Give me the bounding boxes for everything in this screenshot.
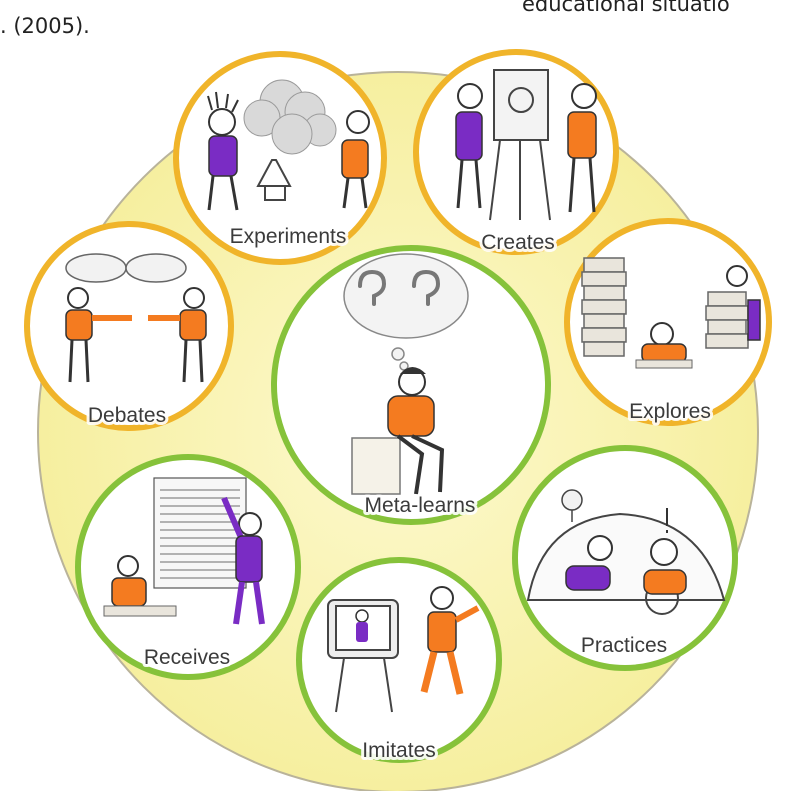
node-receives[interactable]: Receives Receives	[75, 454, 301, 680]
label-imitates: Imitates	[362, 739, 436, 762]
instructor-purple-icon	[565, 535, 613, 591]
label-debates: Debates	[88, 404, 166, 427]
label-explores: Explores	[629, 400, 711, 423]
smoke-cloud-icon	[243, 79, 337, 155]
easel-icon	[489, 69, 551, 221]
node-debates[interactable]: Debates Debates	[24, 221, 234, 431]
driver-orange-icon	[643, 508, 687, 595]
node-practices[interactable]: Practices Practices	[512, 445, 738, 671]
svg-text:Receives: Receives	[144, 646, 230, 669]
caption-fragment: educational situatio	[522, 0, 730, 16]
student-orange-icon	[103, 555, 177, 617]
painter-orange-icon	[567, 83, 597, 213]
svg-text:Explores: Explores	[629, 400, 711, 423]
road-sign-icon	[561, 489, 583, 522]
label-practices: Practices	[581, 634, 667, 657]
flask-icon	[256, 159, 292, 201]
debater-left-icon	[65, 287, 132, 383]
teacher-purple-icon	[221, 496, 265, 625]
label-meta-learns: Meta-learns	[365, 494, 476, 517]
imitator-orange-icon	[420, 586, 480, 695]
node-explores[interactable]: Explores Explores	[564, 218, 772, 426]
node-meta-learns[interactable]: Meta-learns Meta-learns	[271, 245, 551, 525]
debater-right-icon	[148, 287, 207, 383]
citation-fragment: . (2005).	[0, 14, 90, 38]
svg-text:Debates: Debates	[88, 404, 166, 427]
tv-figure-purple-icon	[355, 609, 369, 642]
node-creates[interactable]: Creates Creates	[413, 49, 619, 257]
question-mark-icon	[358, 269, 441, 306]
book-stack-icon	[581, 257, 749, 357]
label-receives: Receives	[144, 646, 230, 669]
scientist-purple-icon	[207, 91, 239, 211]
reader-orange-icon	[635, 322, 693, 369]
node-experiments[interactable]: Experiments Experiments	[173, 51, 387, 265]
svg-text:Creates: Creates	[481, 231, 555, 254]
node-imitates[interactable]: Imitates Imitates	[296, 557, 502, 765]
figure-purple-icon	[726, 265, 761, 341]
assistant-orange-icon	[341, 110, 370, 209]
svg-text:Imitates: Imitates	[362, 739, 436, 762]
svg-text:Practices: Practices	[581, 634, 667, 657]
svg-text:Meta-learns: Meta-learns	[365, 494, 476, 517]
painter-purple-icon	[455, 83, 483, 209]
label-creates: Creates	[481, 231, 555, 254]
svg-text:Experiments: Experiments	[230, 225, 347, 248]
speech-bubble-icon	[65, 253, 187, 283]
label-experiments: Experiments	[230, 225, 347, 248]
blackboard-icon	[153, 477, 247, 589]
thinker-orange-icon	[351, 367, 445, 495]
